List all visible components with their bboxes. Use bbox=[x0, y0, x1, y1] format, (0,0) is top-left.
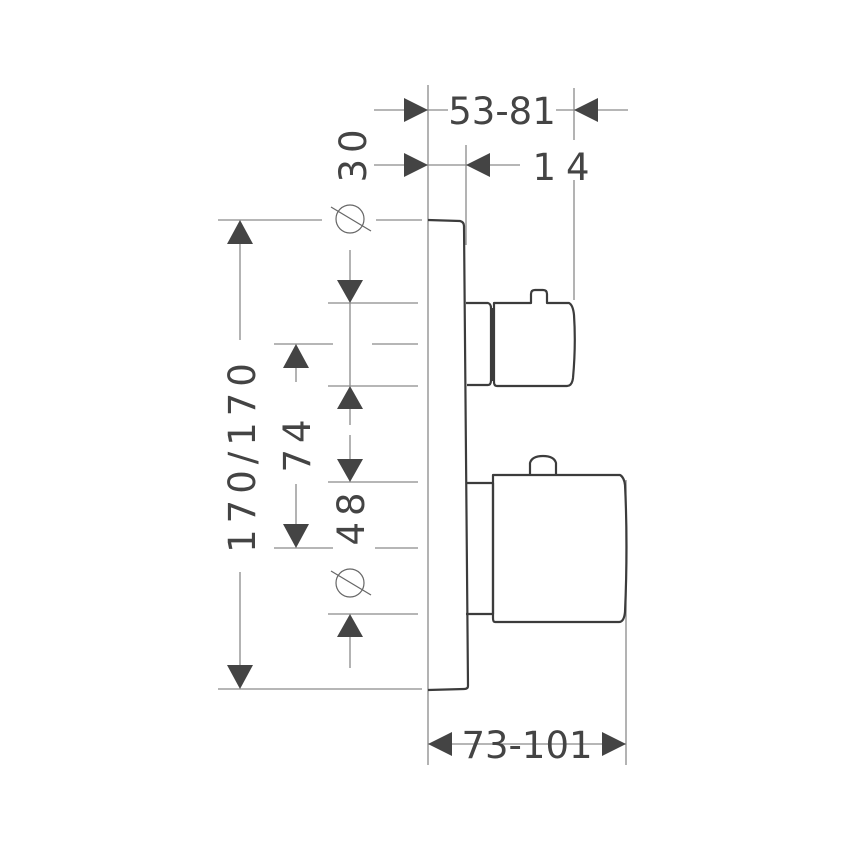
dim-spacing: 74 bbox=[276, 413, 319, 472]
dim-top-small: 14 bbox=[532, 146, 599, 189]
dim-top-overall: 53-81 bbox=[448, 90, 556, 133]
product-outline bbox=[427, 218, 628, 692]
dim-diameter-lower: 48 bbox=[330, 486, 373, 545]
diameter-icon bbox=[330, 204, 372, 234]
dim-height-total: 170/170 bbox=[221, 357, 264, 553]
diameter-icon bbox=[330, 568, 372, 598]
arrowheads bbox=[227, 98, 626, 756]
dim-top-offset: 30 bbox=[332, 123, 375, 182]
extension-lines bbox=[218, 85, 628, 765]
dim-bottom-overall: 73-101 bbox=[461, 724, 592, 767]
